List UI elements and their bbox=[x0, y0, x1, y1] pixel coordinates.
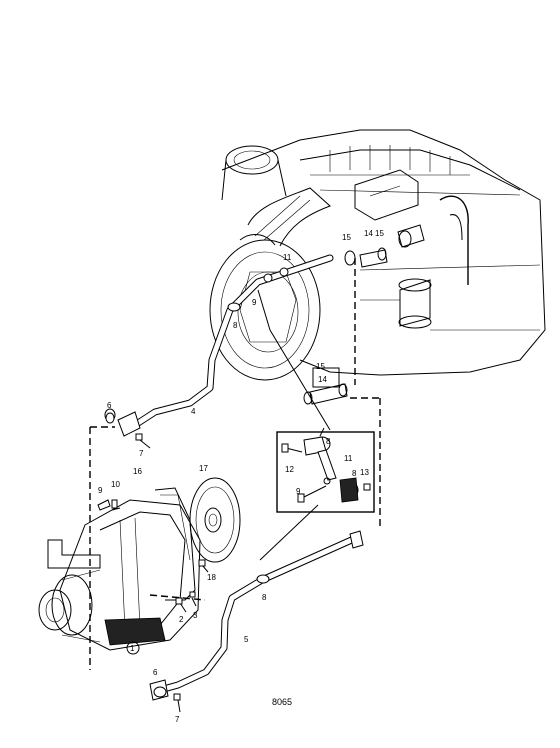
callout-18: 18 bbox=[207, 573, 216, 582]
callout-11-inset: 11 bbox=[344, 454, 353, 463]
callout-2: 2 bbox=[179, 615, 184, 624]
callout-1: 1 bbox=[130, 644, 135, 653]
pipe-4 bbox=[104, 254, 334, 437]
callout-5: 5 bbox=[244, 635, 249, 644]
callout-17: 17 bbox=[199, 464, 208, 473]
engine-block-drawing bbox=[209, 129, 546, 381]
callout-1-circle bbox=[126, 641, 140, 655]
detail-inset bbox=[259, 431, 375, 561]
callout-8-inset-top: 8 bbox=[326, 437, 331, 446]
callout-10: 10 bbox=[111, 480, 120, 489]
callout-15-left: 15 bbox=[342, 233, 351, 242]
hose-connector-14-top bbox=[344, 247, 388, 268]
callout-14-bottom: 14 bbox=[318, 375, 327, 384]
callout-13: 13 bbox=[360, 468, 369, 477]
callout-16: 16 bbox=[133, 467, 142, 476]
callout-9-pipe4: 9 bbox=[252, 298, 257, 307]
callout-8-pipe5: 8 bbox=[262, 593, 267, 602]
callout-14-top: 14 bbox=[364, 229, 373, 238]
callout-8-pipe4: 8 bbox=[233, 321, 238, 330]
callout-labels: 1 2 3 4 5 6 6 7 7 8 8 8 8 9 9 9 10 11 11… bbox=[98, 229, 384, 724]
callout-7-bottom: 7 bbox=[175, 715, 180, 724]
damper-plate-drawing bbox=[189, 477, 241, 563]
hose-connector-14-bottom bbox=[303, 367, 348, 405]
callout-15-right: 15 bbox=[375, 229, 384, 238]
gearbox-drawing bbox=[38, 487, 201, 651]
callout-12: 12 bbox=[285, 465, 294, 474]
callout-9-gearbox: 9 bbox=[98, 486, 103, 495]
callout-4: 4 bbox=[191, 407, 196, 416]
fasteners bbox=[105, 412, 325, 713]
callout-9-inset: 9 bbox=[296, 487, 301, 496]
callout-11-pipe4: 11 bbox=[283, 253, 292, 262]
callout-15-bottom: 15 bbox=[316, 362, 325, 371]
callout-7-top: 7 bbox=[139, 449, 144, 458]
callout-6-bottom: 6 bbox=[153, 668, 158, 677]
callout-6-top: 6 bbox=[107, 401, 112, 410]
drawing-number: 8065 bbox=[272, 697, 292, 707]
callout-8-inset-bottom: 8 bbox=[352, 469, 357, 478]
leader-lines bbox=[89, 258, 381, 670]
callout-3: 3 bbox=[193, 611, 198, 620]
